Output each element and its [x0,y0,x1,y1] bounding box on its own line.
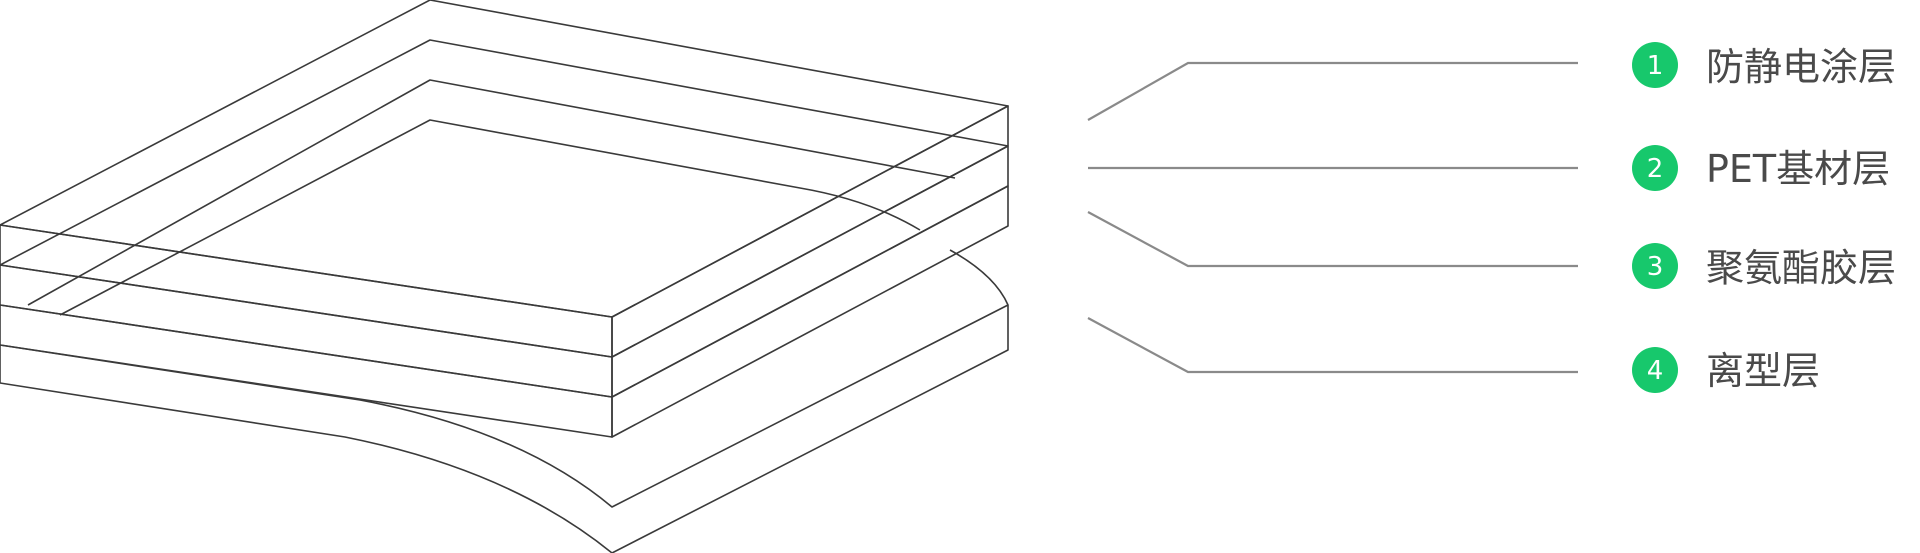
layer-label: 离型层 [1706,349,1820,393]
badge-number: 4 [1647,356,1664,386]
release-layer-shape [0,249,1009,553]
legend-item-3: 3 聚氨酯胶层 [1632,243,1896,290]
number-badge [1632,42,1678,88]
pet-left-face [0,264,613,398]
badge-number: 2 [1647,154,1664,184]
polyurethane-layer-shape [0,185,1009,438]
hidden-edges [0,39,1009,316]
layer-label: PET基材层 [1706,147,1890,191]
pet-layer-shape [0,145,1009,398]
layer-label: 防静电涂层 [1706,45,1896,89]
badge-number: 1 [1647,51,1664,81]
number-badge [1632,243,1678,289]
legend-item-1: 1 防静电涂层 [1632,42,1896,89]
polyurethane-left-face [0,304,613,438]
legend-item-4: 4 离型层 [1632,347,1820,393]
release-layer-curl-face [0,304,1009,553]
release-layer-curl-edge [949,249,1009,306]
leader-line-3 [1087,211,1578,268]
number-badge [1632,347,1678,393]
antistatic-left-face [0,224,613,358]
legend-item-2: 2 PET基材层 [1632,145,1890,191]
antistatic-right-face [611,105,1009,358]
leader-lines [1087,61,1578,374]
leader-line-4 [1087,317,1578,374]
badge-number: 3 [1647,252,1664,282]
layer-label: 聚氨酯胶层 [1706,246,1896,290]
antistatic-top-face [0,0,1009,318]
polyurethane-right-face [611,185,1009,438]
number-badge [1632,145,1678,191]
pet-right-face [611,145,1009,398]
leader-line-1 [1087,61,1578,121]
